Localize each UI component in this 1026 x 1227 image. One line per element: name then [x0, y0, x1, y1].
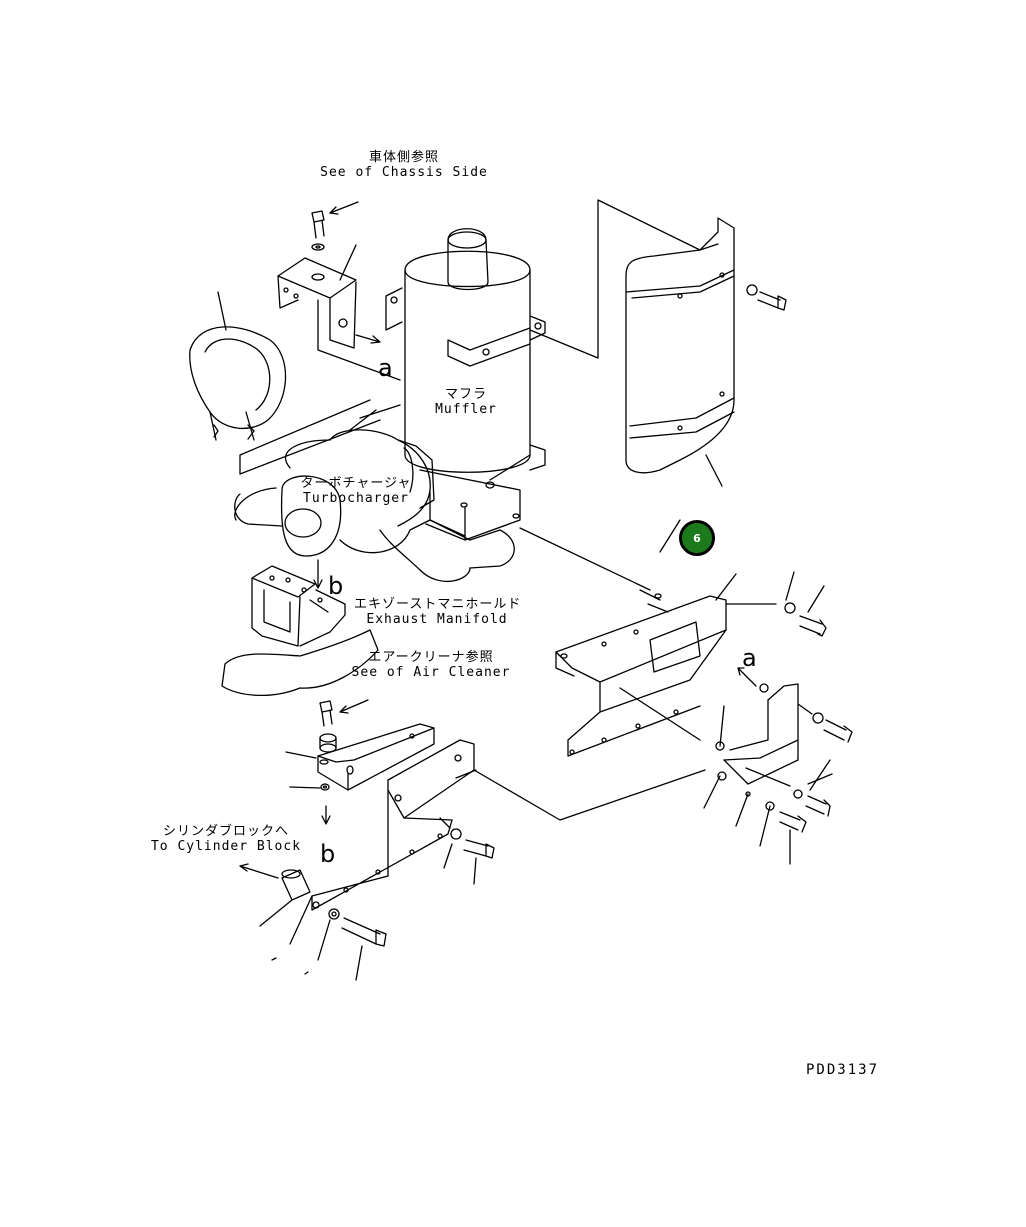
turbocharger-jp: ターボチャージャ [300, 476, 412, 491]
turbocharger-en: Turbocharger [303, 491, 409, 506]
cylinder-block-jp: シリンダブロックへ [162, 824, 289, 839]
air-cleaner-note: エアークリーナ参照 See of Air Cleaner [348, 650, 514, 680]
turbocharger-label: ターボチャージャ Turbocharger [300, 476, 412, 506]
part-callout-6[interactable]: 6 [679, 520, 715, 556]
exhaust-manifold-jp: エキゾーストマニホールド [354, 597, 522, 612]
muffler-en: Muffler [435, 402, 497, 417]
right-side-bracket [703, 571, 853, 865]
muffler [385, 199, 719, 541]
top-bracket [277, 244, 401, 381]
muffler-mount-plate [555, 519, 777, 757]
view-marker-b-bottom: b [320, 840, 336, 868]
leader-lines [271, 527, 651, 975]
exhaust-manifold-en: Exhaust Manifold [366, 612, 508, 627]
air-cleaner-jp: エアークリーナ参照 [368, 650, 494, 665]
view-marker-a-right: a [742, 644, 757, 672]
exhaust-manifold-label: エキゾーストマニホールド Exhaust Manifold [354, 597, 520, 627]
air-cleaner-en: See of Air Cleaner [351, 665, 511, 680]
view-marker-b-left: b [328, 572, 344, 600]
muffler-jp: マフラ [444, 387, 487, 402]
muffler-label: マフラ Muffler [430, 387, 502, 417]
chassis-side-jp: 車体側参照 [368, 150, 439, 165]
view-marker-a-top: a [378, 354, 393, 382]
lower-support-bracket [311, 739, 706, 911]
air-cleaner-bracket [285, 699, 435, 825]
muffler-heat-cover [625, 217, 787, 487]
dowel-pin [239, 863, 311, 927]
bolt-bottom [317, 828, 495, 981]
turbocharger [234, 404, 515, 582]
drawing-code: PDD3137 [806, 1062, 880, 1078]
cylinder-block-en: To Cylinder Block [150, 839, 302, 854]
chassis-side-note: 車体側参照 See of Chassis Side [316, 150, 492, 180]
bolt-top [311, 201, 359, 251]
cylinder-block-note: シリンダブロックへ To Cylinder Block [148, 824, 304, 854]
exhaust-manifold-bracket [221, 559, 379, 697]
turbo-heat-blanket [189, 291, 381, 475]
chassis-side-en: See of Chassis Side [320, 165, 488, 180]
